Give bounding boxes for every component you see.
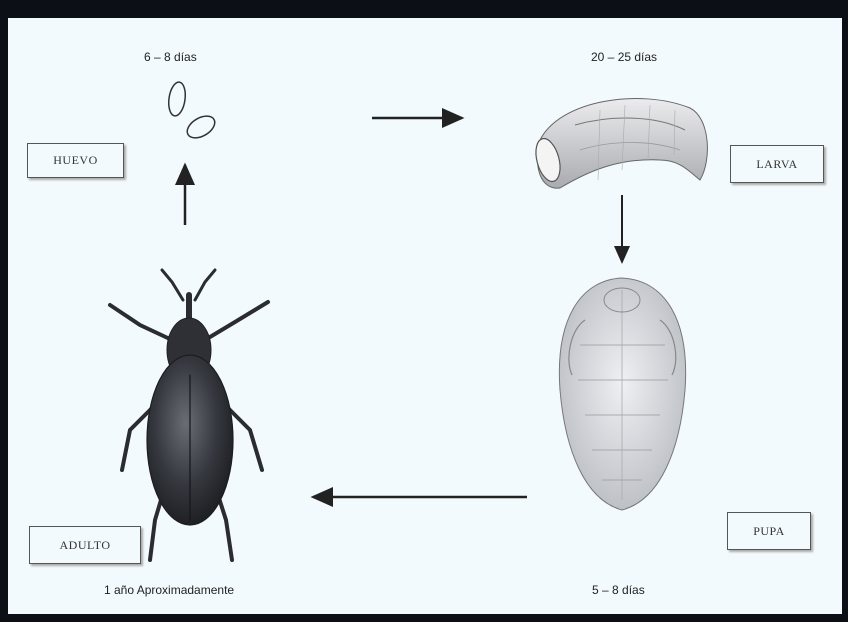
egg-stage-name: HUEVO	[53, 153, 98, 167]
larva-illustration	[532, 98, 708, 188]
larva-stage-name: LARVA	[756, 157, 797, 171]
larva-stage-box: LARVA	[730, 145, 824, 183]
adult-stage-box: ADULTO	[29, 526, 141, 564]
adult-stage-name: ADULTO	[59, 538, 110, 552]
egg-illustration	[167, 81, 219, 142]
larva-duration-label: 20 – 25 días	[591, 50, 657, 64]
adult-beetle-illustration	[110, 270, 268, 560]
egg-stage-box: HUEVO	[27, 143, 124, 178]
pupa-illustration	[559, 278, 685, 510]
pupa-stage-name: PUPA	[753, 524, 785, 538]
egg-duration-label: 6 – 8 días	[144, 50, 197, 64]
pupa-stage-box: PUPA	[727, 512, 811, 550]
adult-duration-label: 1 año Aproximadamente	[104, 583, 234, 597]
pupa-duration-label: 5 – 8 días	[592, 583, 645, 597]
